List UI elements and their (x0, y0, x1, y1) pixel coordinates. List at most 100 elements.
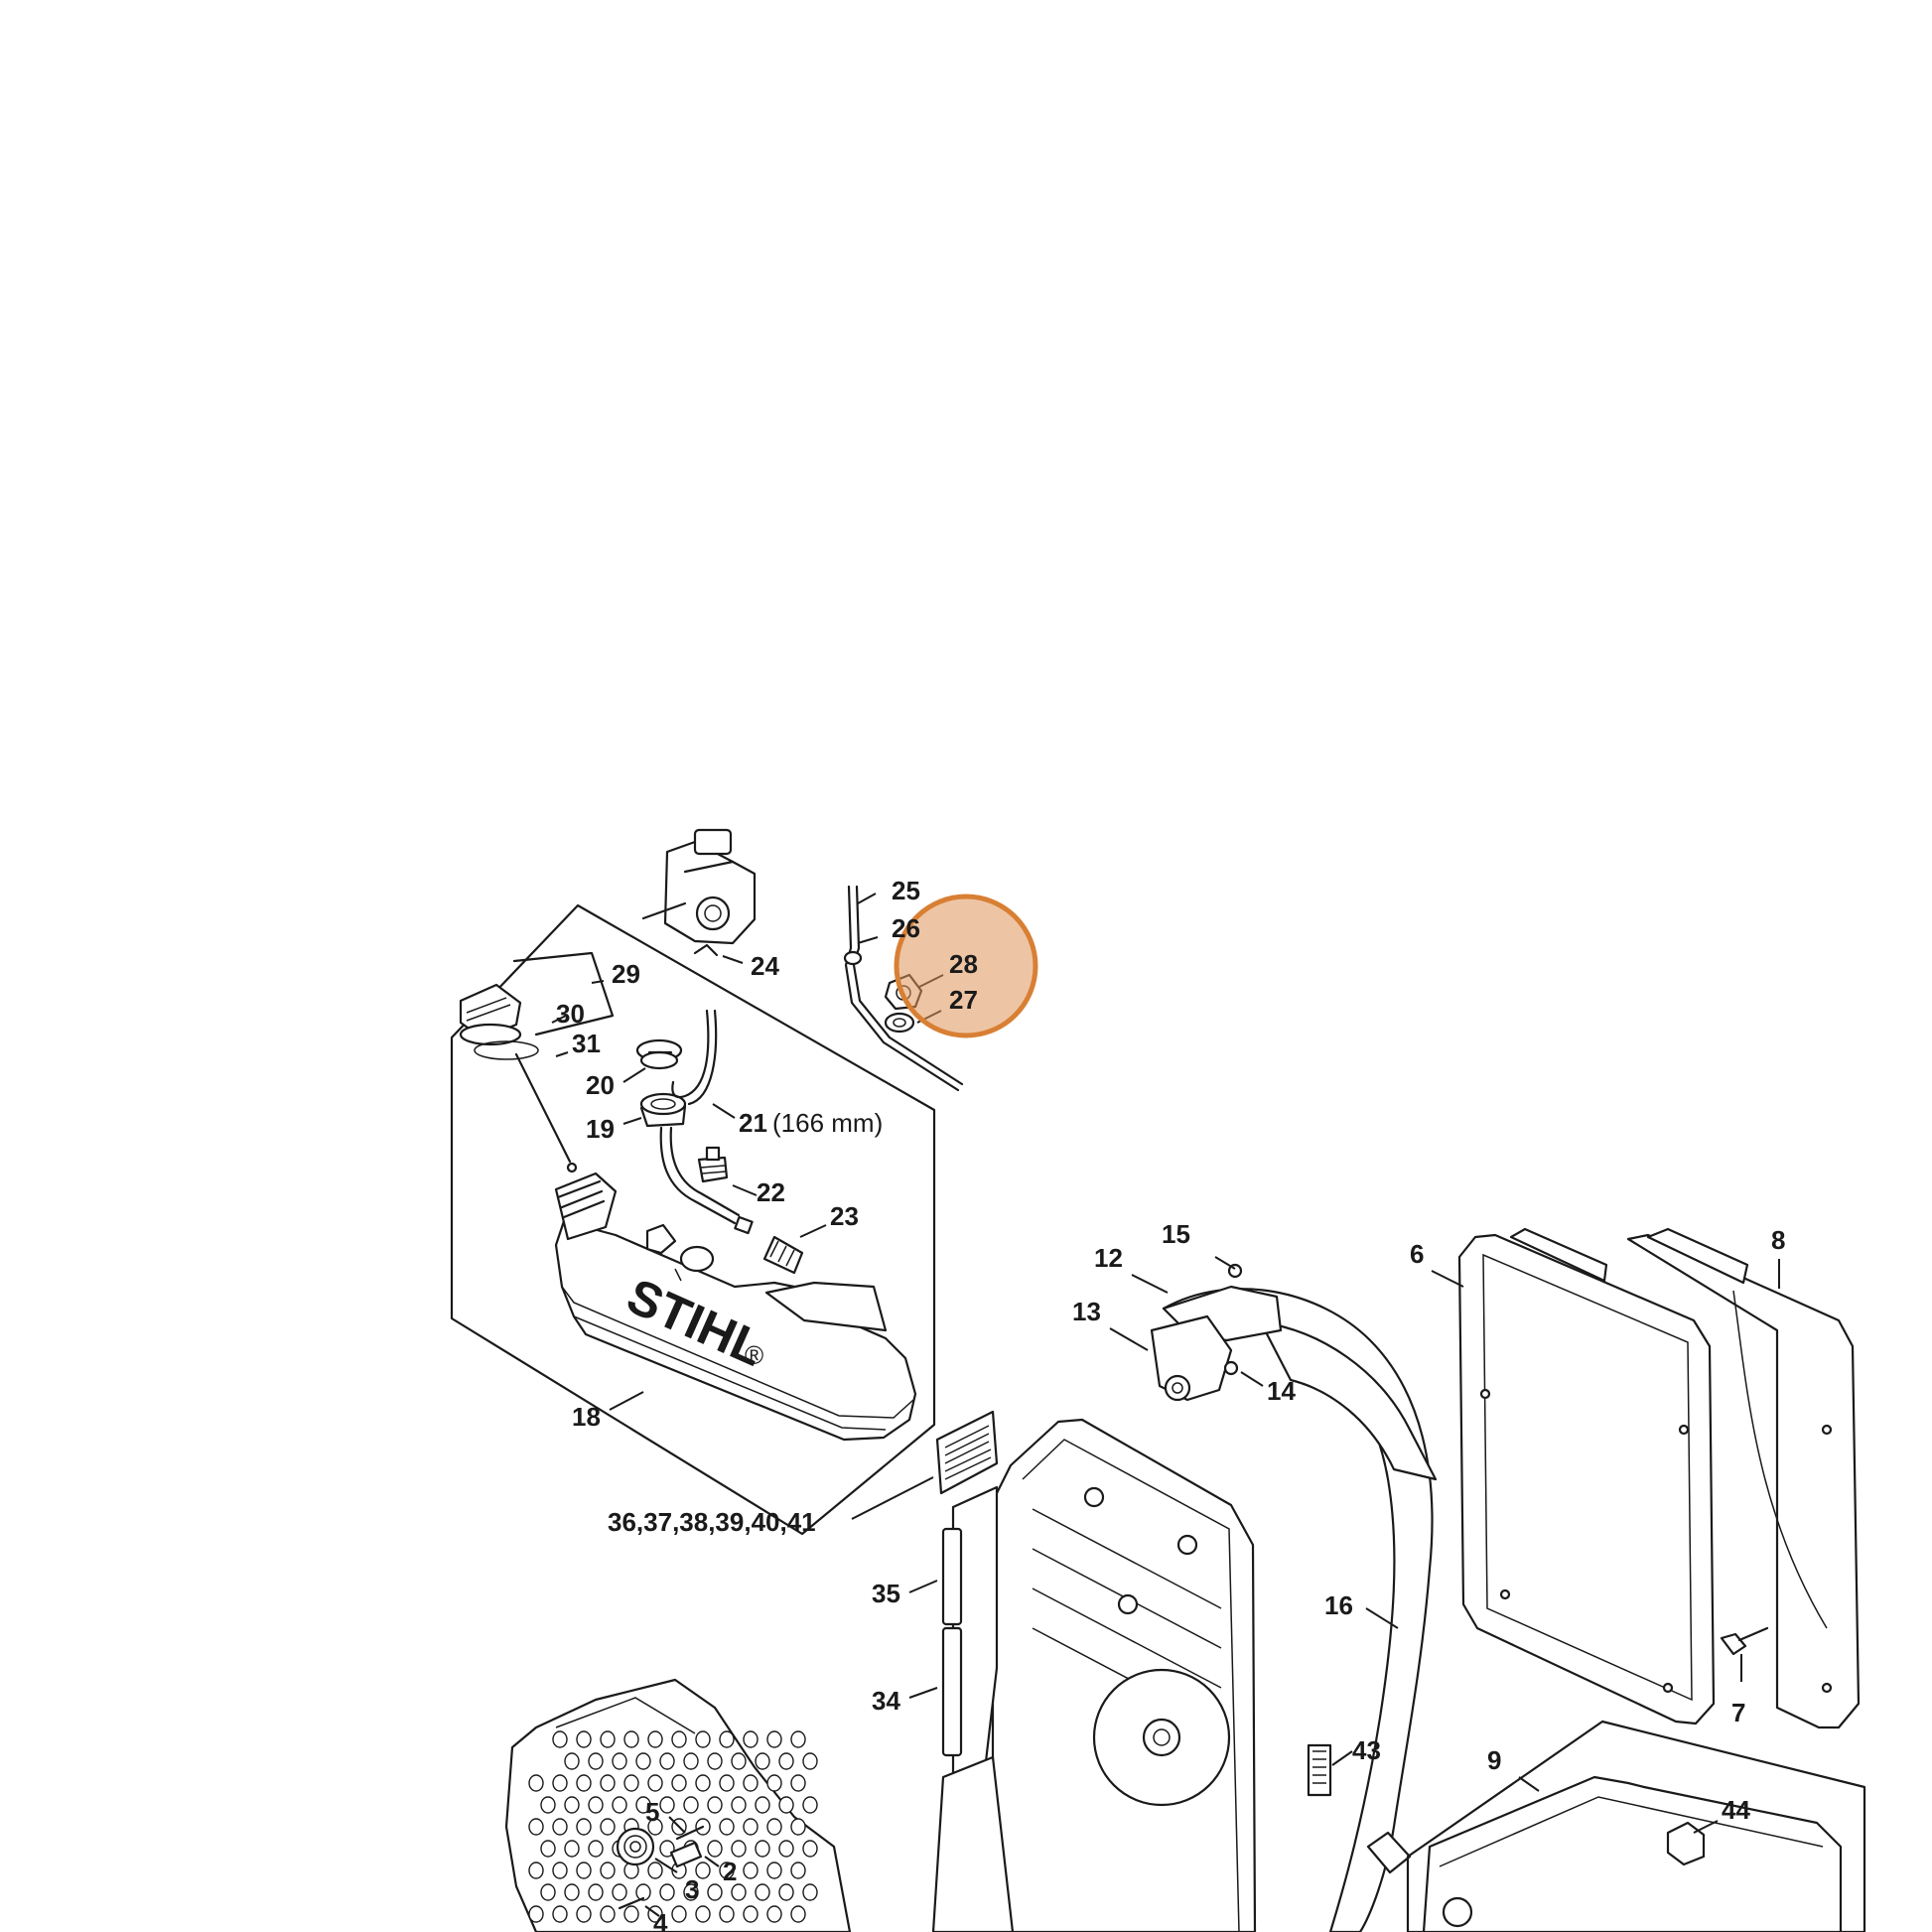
perforation-hole (623, 1905, 639, 1923)
perforation-hole (671, 1774, 687, 1792)
callout-44: 44 (1722, 1795, 1750, 1825)
perforation-hole (695, 1905, 711, 1923)
suction-hose (659, 1126, 741, 1225)
perforation-hole (743, 1905, 759, 1923)
callout-30: 30 (556, 999, 585, 1029)
perforation-hole (766, 1862, 782, 1879)
callout-9: 9 (1487, 1745, 1501, 1775)
perforation-hole (802, 1883, 818, 1901)
perforation-hole (802, 1840, 818, 1858)
callout-labels: 29 30 31 20 19 21 (166 mm) 22 23 24 25 2… (556, 876, 1785, 1932)
perforation-hole (612, 1796, 627, 1814)
perforation-hole (766, 1818, 782, 1836)
perforated-cover (504, 1678, 852, 1932)
tank-vent-rod-part-31 (514, 1052, 578, 1173)
perforation-hole (600, 1730, 616, 1748)
perforation-hole (731, 1883, 747, 1901)
perforation-hole (802, 1796, 818, 1814)
perforation-hole (743, 1730, 759, 1748)
callout-13: 13 (1072, 1297, 1101, 1326)
back-pad-part-8 (1626, 1227, 1861, 1729)
perforation-hole (552, 1905, 568, 1923)
perforation-hole (719, 1730, 735, 1748)
perforation-hole (755, 1796, 770, 1814)
perforation-hole (564, 1840, 580, 1858)
perforation-hole (635, 1796, 651, 1814)
perforation-hole (731, 1752, 747, 1770)
fuel-pickup-line-part (843, 885, 964, 1092)
perforation-hole (635, 1752, 651, 1770)
perforation-hole (564, 1883, 580, 1901)
perforation-hole (778, 1752, 794, 1770)
perforation-hole (683, 1752, 699, 1770)
callout-43: 43 (1352, 1735, 1381, 1765)
spacer-part-7 (1720, 1626, 1769, 1656)
perforation-hole (731, 1796, 747, 1814)
perforation-hole (588, 1752, 604, 1770)
perforation-hole (540, 1883, 556, 1901)
perforation-hole (564, 1796, 580, 1814)
fitting-part-22 (697, 1146, 729, 1183)
perforation-hole (647, 1862, 663, 1879)
perforation-hole (707, 1840, 723, 1858)
perforation-hole (552, 1730, 568, 1748)
perforation-hole (528, 1818, 544, 1836)
perforation-hole (790, 1862, 806, 1879)
perforation-hole (743, 1818, 759, 1836)
label-part-43 (1307, 1743, 1332, 1797)
perforation-hole (588, 1796, 604, 1814)
tank-cap-part-30 (459, 983, 539, 1060)
perforation-hole (731, 1840, 747, 1858)
callout-5: 5 (645, 1797, 659, 1827)
perforation-hole (802, 1752, 818, 1770)
perforation-hole (707, 1752, 723, 1770)
callout-15: 15 (1162, 1219, 1190, 1249)
fuel-tank-part-18: STIHL ® (554, 1172, 917, 1442)
carburetor-part (641, 828, 757, 945)
perforation-hole (755, 1883, 770, 1901)
perforation-hole (671, 1730, 687, 1748)
callout-34: 34 (872, 1686, 900, 1716)
perforation-hole (576, 1774, 592, 1792)
callout-6: 6 (1410, 1239, 1424, 1269)
perforation-hole (552, 1818, 568, 1836)
shoulder-strap-part-16 (1162, 1288, 1438, 1932)
perforation-hole (612, 1752, 627, 1770)
bracket-29 (512, 951, 615, 1036)
perforation-hole (659, 1883, 675, 1901)
perforation-hole (600, 1862, 616, 1879)
perforation-hole (719, 1774, 735, 1792)
fuel-hose-part-21 (671, 1009, 718, 1106)
perforation-hole (755, 1752, 770, 1770)
perforation-hole (719, 1862, 735, 1879)
perforation-hole (600, 1905, 616, 1923)
perforation-hole (564, 1752, 580, 1770)
callout-3: 3 (685, 1874, 699, 1904)
callout-14: 14 (1267, 1376, 1296, 1406)
perforation-hole (528, 1905, 544, 1923)
perforation-hole (778, 1840, 794, 1858)
hose-length-note: (166 mm) (772, 1108, 883, 1138)
callout-4: 4 (653, 1908, 668, 1932)
perforation-hole (695, 1862, 711, 1879)
highlight-marker[interactable] (894, 894, 1038, 1038)
screw-part-5 (675, 1825, 705, 1841)
perforation-hole (790, 1774, 806, 1792)
callout-7: 7 (1731, 1698, 1745, 1727)
clip-part-24 (693, 943, 744, 964)
perforation-hole (719, 1905, 735, 1923)
perforation-hole (647, 1774, 663, 1792)
grommet-part-19 (639, 1092, 687, 1128)
registered-mark: ® (745, 1340, 763, 1370)
fuel-tank-assembly-box (450, 903, 936, 1536)
perforation-hole (600, 1818, 616, 1836)
perforation-hole (766, 1905, 782, 1923)
perforation-hole (612, 1883, 627, 1901)
label-part-35 (941, 1527, 963, 1626)
callout-12: 12 (1094, 1243, 1123, 1273)
perforation-hole (790, 1905, 806, 1923)
perforation-hole (623, 1774, 639, 1792)
callout-20: 20 (586, 1070, 615, 1100)
perforation-hole (778, 1883, 794, 1901)
perforation-hole (552, 1862, 568, 1879)
